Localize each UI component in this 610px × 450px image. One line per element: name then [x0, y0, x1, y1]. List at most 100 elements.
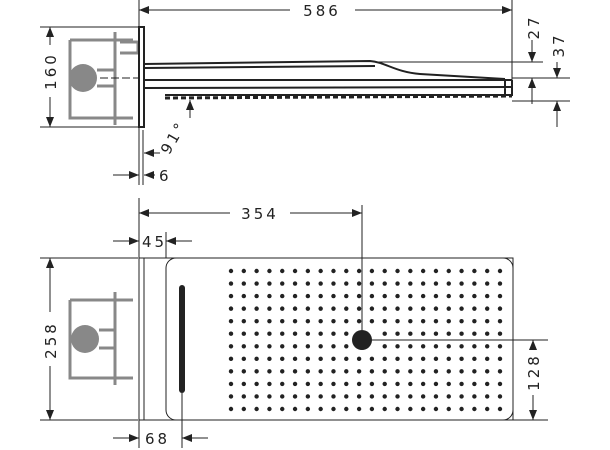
nozzle-dot: [241, 381, 247, 387]
nozzle-dot: [228, 268, 234, 274]
nozzle-dot: [408, 406, 413, 412]
nozzle-dot: [344, 369, 349, 374]
nozzle-dot: [382, 268, 387, 274]
nozzle-dot: [344, 406, 349, 412]
nozzle-dot: [254, 268, 259, 274]
nozzle-dot: [395, 394, 400, 399]
nozzle-dot: [459, 406, 464, 412]
nozzle-dot: [356, 268, 362, 274]
nozzle-dot: [318, 344, 323, 349]
nozzle-dot: [408, 331, 413, 336]
nozzle-dot: [382, 306, 387, 311]
nozzle-dot: [292, 344, 298, 349]
nozzle-dot: [331, 394, 336, 399]
nozzle-dot: [305, 369, 311, 374]
nozzle-dot: [420, 381, 426, 387]
nozzle-dot: [228, 406, 234, 412]
nozzle-dot: [344, 331, 349, 336]
nozzle-dot: [331, 381, 336, 387]
nozzle-dot: [472, 306, 477, 311]
nozzle-dot: [497, 369, 503, 374]
nozzle-dot: [433, 381, 439, 387]
mounting-box-top: [68, 292, 133, 385]
nozzle-dot: [433, 344, 439, 349]
nozzle-dot: [318, 318, 323, 324]
nozzle-dot: [369, 381, 375, 387]
nozzle-dot: [254, 306, 259, 311]
nozzle-dot: [433, 318, 439, 324]
dim-angle: 91°: [157, 118, 190, 158]
nozzle-dot: [331, 318, 336, 324]
nozzle-dot: [472, 344, 477, 349]
nozzle-dot: [369, 369, 375, 374]
nozzle-dot: [356, 293, 362, 299]
nozzle-dot: [395, 293, 400, 299]
nozzle-dot: [280, 369, 285, 374]
nozzle-dot: [446, 331, 451, 336]
spray-slot: [179, 285, 185, 393]
nozzle-dot: [484, 406, 490, 412]
nozzle-dot: [344, 318, 349, 324]
nozzle-dot: [241, 281, 247, 286]
nozzle-dot: [318, 281, 323, 286]
nozzle-dot: [446, 344, 451, 349]
nozzle-dot: [382, 369, 387, 374]
nozzle-dot: [305, 356, 311, 362]
nozzle-dot: [267, 381, 272, 387]
dim-half-width: 128: [525, 353, 543, 391]
nozzle-dot: [305, 331, 311, 336]
nozzle-dot: [331, 293, 336, 299]
nozzle-dot: [395, 406, 400, 412]
nozzle-dot: [420, 318, 426, 324]
dim-length: 586: [303, 2, 341, 20]
nozzle-dot: [228, 381, 234, 387]
nozzle-dot: [408, 318, 413, 324]
nozzle-dot: [228, 394, 234, 399]
nozzle-dot: [305, 381, 311, 387]
nozzle-dot: [241, 306, 247, 311]
nozzle-dot: [382, 381, 387, 387]
nozzle-dot: [459, 293, 464, 299]
nozzle-dot: [472, 293, 477, 299]
nozzle-dot: [356, 369, 362, 374]
nozzle-dot: [484, 394, 490, 399]
nozzle-dot: [395, 344, 400, 349]
nozzle-dot: [497, 318, 503, 324]
nozzle-dot: [420, 306, 426, 311]
nozzle-dot: [497, 331, 503, 336]
nozzle-dot: [292, 356, 298, 362]
nozzle-dot: [228, 356, 234, 362]
nozzle-dot: [382, 331, 387, 336]
nozzle-dot: [228, 331, 234, 336]
nozzle-dot: [472, 268, 477, 274]
dim-center-offset: 354: [241, 205, 279, 223]
nozzle-dot: [267, 369, 272, 374]
nozzle-dot: [254, 293, 259, 299]
nozzle-dot: [369, 356, 375, 362]
nozzle-dot: [484, 369, 490, 374]
nozzle-dot: [369, 394, 375, 399]
nozzle-dot: [280, 306, 285, 311]
nozzle-dot: [408, 306, 413, 311]
nozzle-dot: [395, 356, 400, 362]
nozzle-dot: [446, 281, 451, 286]
nozzle-dot: [318, 406, 323, 412]
nozzle-dot: [446, 394, 451, 399]
nozzle-dot: [446, 356, 451, 362]
nozzle-dot: [395, 281, 400, 286]
shower-arm: [143, 59, 513, 96]
nozzle-dot: [459, 369, 464, 374]
nozzle-dot: [369, 306, 375, 311]
nozzle-dot: [395, 369, 400, 374]
nozzle-dot: [305, 394, 311, 399]
nozzle-dot: [292, 331, 298, 336]
nozzle-dot: [369, 293, 375, 299]
nozzle-dot: [382, 344, 387, 349]
nozzle-dot: [420, 331, 426, 336]
nozzle-dot: [497, 356, 503, 362]
nozzle-dot: [497, 406, 503, 412]
nozzle-dot: [472, 356, 477, 362]
nozzle-dot: [267, 331, 272, 336]
dim-width: 258: [42, 321, 60, 359]
